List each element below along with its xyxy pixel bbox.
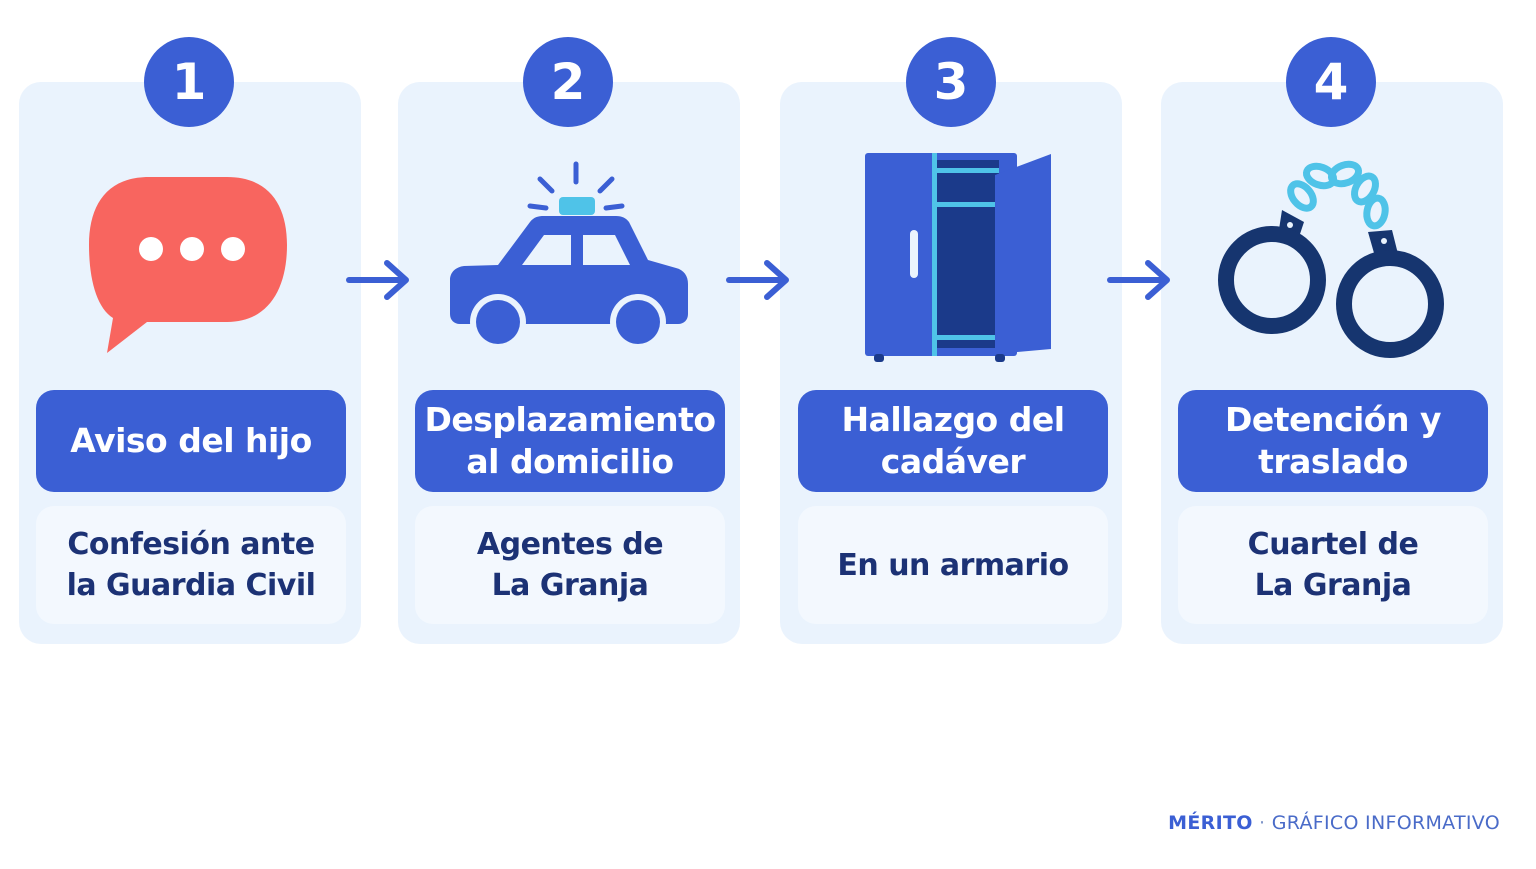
arrow-right-icon [723,255,795,305]
step-3-title: Hallazgo del cadáver [798,390,1108,492]
footer-separator: · [1259,812,1266,834]
speech-bubble-icon [69,150,309,370]
footer-credit: MÉRITO · GRÁFICO INFORMATIVO [1168,812,1500,834]
step-3-subtitle: En un armario [798,506,1108,624]
arrow-right-icon [343,255,415,305]
step-1-number-badge: 1 [144,37,234,127]
handcuffs-icon [1218,150,1458,370]
step-2-subtitle: Agentes de La Granja [415,506,725,624]
step-4-number-badge: 4 [1286,37,1376,127]
arrow-right-icon [1104,255,1176,305]
police-car-icon [448,150,688,370]
step-4-subtitle: Cuartel de La Granja [1178,506,1488,624]
footer-brand: MÉRITO [1168,812,1253,834]
step-2-title: Desplazamiento al domicilio [415,390,725,492]
step-1-subtitle: Confesión ante la Guardia Civil [36,506,346,624]
step-4-title: Detención y traslado [1178,390,1488,492]
wardrobe-icon [831,150,1071,370]
step-3-number-badge: 3 [906,37,996,127]
step-1-title: Aviso del hijo [36,390,346,492]
footer-label: GRÁFICO INFORMATIVO [1271,812,1500,834]
step-2-number-badge: 2 [523,37,613,127]
